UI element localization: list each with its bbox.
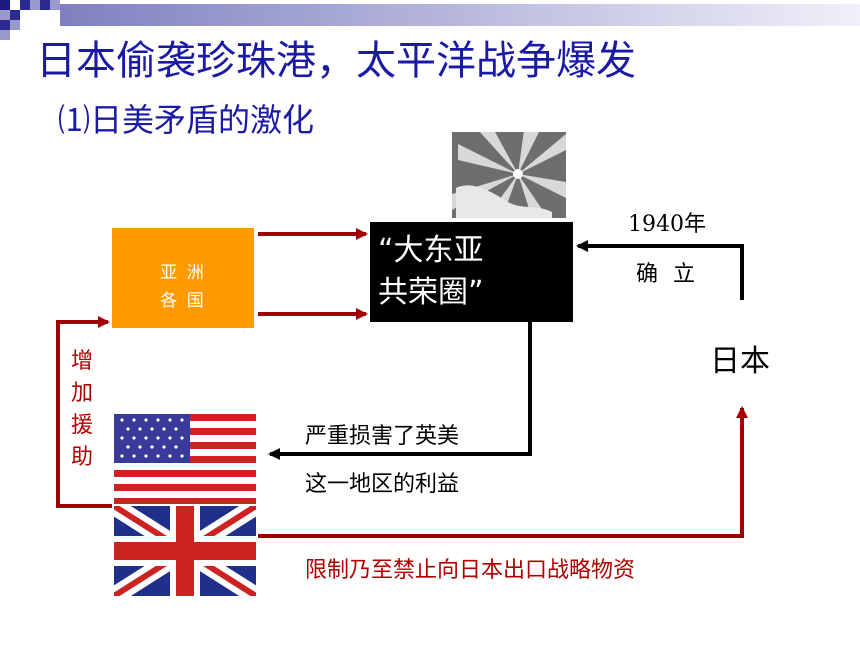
year-label: 1940年: [628, 212, 706, 237]
arrow-japan-to-sphere: [576, 240, 744, 300]
uk-flag-icon: [109, 498, 261, 604]
page-title: 日本偷袭珍珠港，太平洋战争爆发: [36, 38, 636, 84]
sphere-box-line2: 共荣圈”: [378, 275, 484, 310]
co-prosperity-sphere-box: “大东亚 共荣圈”: [370, 222, 573, 322]
increase-aid-label: 增加援助: [70, 349, 93, 470]
arrow-sphere-to-us: [268, 322, 532, 460]
damage-text-line2: 这一地区的利益: [305, 472, 460, 497]
arrow-aid-to-asia: [56, 316, 112, 508]
sphere-box-line1: “大东亚: [378, 233, 484, 268]
asia-box-line2: 各 国: [160, 291, 206, 311]
restrict-exports-label: 限制乃至禁止向日本出口战略物资: [305, 558, 636, 583]
header-gradient-bar: [60, 4, 860, 26]
us-flag-icon: [114, 414, 256, 504]
japan-label: 日本: [710, 344, 770, 379]
arrow-uk-to-japan: [258, 406, 748, 538]
asia-countries-box: 亚 洲 各 国: [112, 228, 254, 328]
establish-label: 确 立: [636, 262, 699, 287]
damage-text-line1: 严重损害了英美: [305, 424, 460, 449]
map-image: [452, 130, 566, 218]
section-subtitle: ⑴日美矛盾的激化: [58, 101, 315, 139]
asia-box-line1: 亚 洲: [160, 263, 206, 283]
